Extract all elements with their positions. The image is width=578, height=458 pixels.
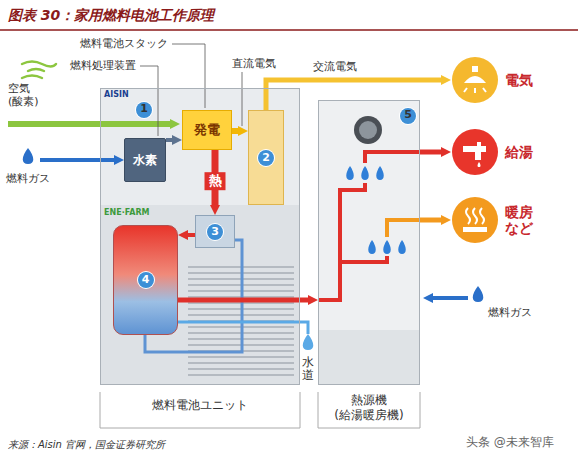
circle-outline <box>451 128 499 176</box>
circle-fill <box>452 129 498 175</box>
input-label: 空気 (酸素) <box>8 82 52 108</box>
output-circle: 電気 <box>451 56 499 104</box>
brand-logo: AISIN <box>104 90 129 100</box>
output-icon <box>463 142 486 167</box>
input-label: 水道 <box>302 356 314 382</box>
box-label: 発電 <box>194 121 220 139</box>
watermark: 头条 @未来智库 <box>466 435 554 449</box>
icon-part <box>463 227 487 232</box>
edge-label: 交流電気 <box>310 60 360 73</box>
fuel-cell-housing <box>100 205 300 385</box>
icon-part <box>464 88 486 93</box>
callout-number: 5 <box>400 108 416 124</box>
pipe <box>178 322 308 334</box>
burner-flame <box>383 240 391 254</box>
wind-icon <box>22 62 56 79</box>
heat-exchanger-box: 3 <box>195 215 235 248</box>
water-drop <box>303 334 314 350</box>
unit-label: 燃料電池ユニット <box>101 397 299 414</box>
fuel-cell-housing <box>100 88 300 385</box>
brand-logo: ENE·FARM <box>104 208 150 218</box>
flow-connector <box>166 138 174 142</box>
supply-arrow <box>8 124 468 298</box>
stack-box: 発電 <box>182 110 232 150</box>
water-drop <box>23 148 34 164</box>
part-name: 直流電気 <box>232 57 276 70</box>
leader-line <box>140 66 158 136</box>
circle-fill <box>452 197 498 243</box>
icon-part <box>472 66 478 72</box>
output-label: 暖房 など <box>505 204 537 236</box>
unit-label: 熱源機 (給湯暖房機) <box>319 393 419 423</box>
water-drop <box>473 286 484 302</box>
part-name: 燃料処理装置 <box>70 59 136 72</box>
circle-outline <box>451 56 499 104</box>
bracket <box>318 392 420 428</box>
pipe <box>365 152 420 163</box>
flow-connector <box>232 128 240 134</box>
icon-part <box>464 76 486 83</box>
circle-fill <box>452 57 498 103</box>
output-label: 給湯 <box>505 144 537 160</box>
flow-connector <box>266 80 443 110</box>
callout-number: 2 <box>258 150 274 166</box>
process-box: 水素 <box>124 138 166 182</box>
burner-flame <box>361 166 369 180</box>
edge-label: 熱 <box>205 172 226 190</box>
box-label: 水素 <box>133 152 157 169</box>
wind-icon <box>22 76 42 79</box>
bracket <box>100 392 420 428</box>
heat-source-housing <box>318 100 420 385</box>
bracket <box>100 392 300 428</box>
heat-source-housing <box>354 116 382 144</box>
output-icon <box>463 208 487 232</box>
icon-part <box>466 208 484 224</box>
callout-number: 3 <box>207 224 223 240</box>
heat-source-housing <box>318 100 420 385</box>
fuel-cell-housing <box>100 88 300 205</box>
burner-flame <box>398 240 406 254</box>
flow-connector <box>186 233 195 237</box>
burner-flame <box>376 166 384 180</box>
leader-line <box>242 72 243 126</box>
unit-housing: 水素発電234燃料電池ユニット <box>100 88 300 385</box>
part-name: 燃料電池スタック <box>80 37 168 50</box>
heat-source-housing <box>318 330 420 385</box>
supply-arrow <box>8 121 172 127</box>
output-icon <box>464 66 486 93</box>
title-rule <box>0 29 578 31</box>
flow-connector <box>420 218 443 223</box>
inverter-box: 2 <box>248 110 284 205</box>
icon-part <box>478 162 481 167</box>
flow-connector <box>178 298 310 303</box>
figure-title: 图表 30：家用燃料电池工作原理 <box>8 7 214 25</box>
tank-box: 4 <box>113 225 178 335</box>
burner-flame <box>368 240 376 254</box>
pipe <box>340 256 387 262</box>
supply-arrow <box>431 296 468 300</box>
circle-outline <box>451 196 499 244</box>
pipe <box>387 220 420 237</box>
source-caption: 来源：Aisin 官网，国金证券研究所 <box>8 438 165 452</box>
unit-housing: 熱源機 (給湯暖房機) <box>318 100 420 385</box>
burner-flame <box>346 166 406 254</box>
callout-number: 4 <box>138 272 154 288</box>
wind-icon <box>22 62 56 67</box>
wind-icon <box>28 69 44 71</box>
input-label: 燃料ガス <box>6 172 50 185</box>
flow-connector <box>420 150 443 155</box>
leader-line <box>172 44 205 108</box>
heat-source-housing <box>359 121 377 139</box>
output-circle: 暖房 など <box>451 196 499 244</box>
burner-flame <box>346 166 354 180</box>
icon-part <box>463 142 486 160</box>
supply-arrow <box>40 158 116 162</box>
pipe <box>318 183 365 300</box>
output-label: 電気 <box>505 72 537 88</box>
callout-number: 1 <box>136 102 152 118</box>
output-circle: 給湯 <box>451 128 499 176</box>
input-label: 燃料ガス <box>488 306 532 319</box>
